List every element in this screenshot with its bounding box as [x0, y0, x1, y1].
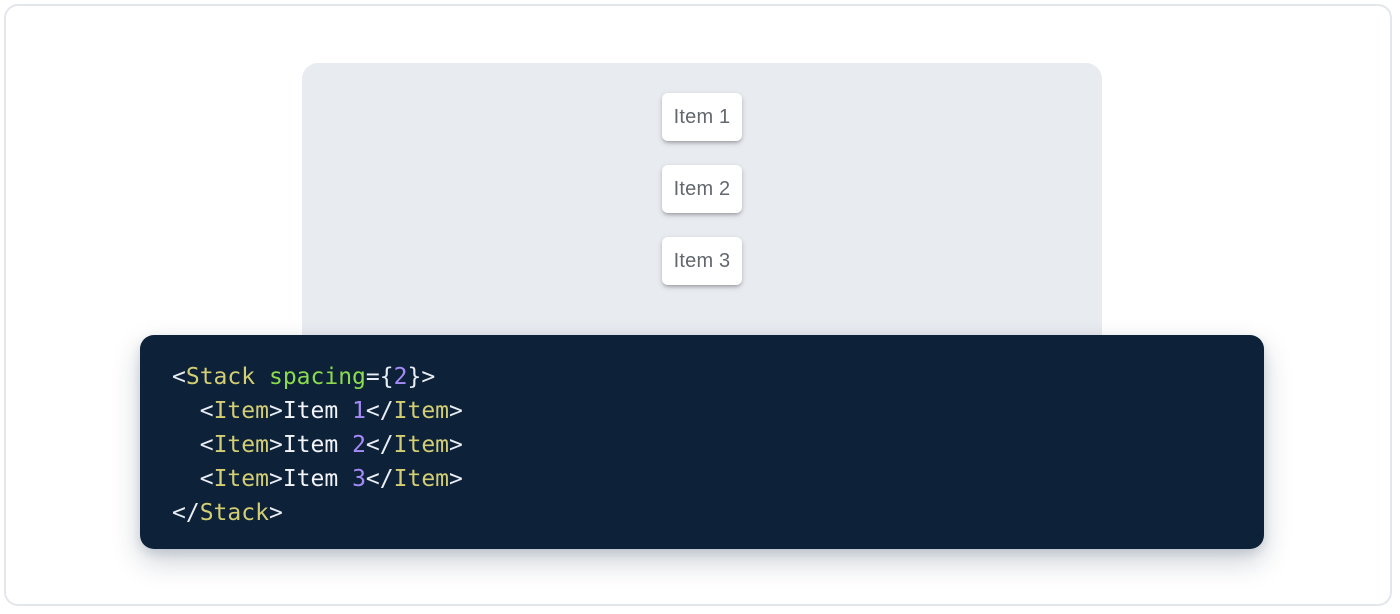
code-line: </Stack>	[172, 500, 283, 526]
app-frame: Item 1 Item 2 Item 3 <Stack spacing={2}> <…	[4, 4, 1392, 606]
item-label: Item 3	[673, 249, 731, 272]
item-card: Item 1	[662, 93, 742, 141]
code-content: <Stack spacing={2}> <Item>Item 1</Item> …	[172, 360, 1232, 530]
item-label: Item 2	[673, 177, 731, 200]
item-card: Item 2	[662, 165, 742, 213]
stack-demo-panel: Item 1 Item 2 Item 3	[302, 63, 1102, 359]
code-line: <Item>Item 3</Item>	[199, 466, 463, 492]
item-card: Item 3	[662, 237, 742, 285]
code-line: <Item>Item 1</Item>	[199, 398, 463, 424]
code-snippet-block: <Stack spacing={2}> <Item>Item 1</Item> …	[140, 335, 1264, 549]
item-label: Item 1	[673, 105, 731, 128]
code-line: <Stack spacing={2}>	[172, 364, 436, 390]
code-line: <Item>Item 2</Item>	[199, 432, 463, 458]
stack-items: Item 1 Item 2 Item 3	[302, 63, 1102, 285]
